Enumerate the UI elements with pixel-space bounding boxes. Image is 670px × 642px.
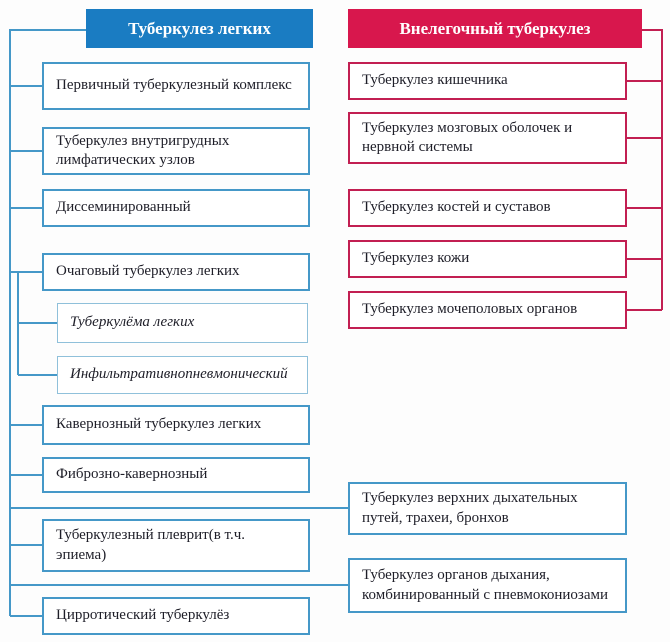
blue-connectors bbox=[9, 29, 348, 617]
node-intrathoracic-lymph-nodes: Туберкулез внутригрудных лимфатических у… bbox=[42, 127, 310, 175]
node-skin-tb: Туберкулез кожи bbox=[348, 240, 627, 278]
node-bones-joints-tb: Туберкулез костей и суставов bbox=[348, 189, 627, 227]
red-connectors bbox=[627, 29, 663, 311]
extrapulmonary-tb-header: Внелегочный туберкулез bbox=[348, 9, 642, 48]
node-fibrous-cavernous: Фиброзно-кавернозный bbox=[42, 457, 310, 493]
node-intestinal-tb: Туберкулез кишечника bbox=[348, 62, 627, 100]
node-disseminated: Диссеминированный bbox=[42, 189, 310, 227]
node-cavernous-tb: Кавернозный туберкулез легких bbox=[42, 405, 310, 445]
pulmonary-tb-header: Туберкулез легких bbox=[86, 9, 313, 48]
node-respiratory-pneumoconiosis-tb: Туберкулез органов дыхания, комбинирован… bbox=[348, 558, 627, 613]
node-primary-tb-complex: Первичный туберкулезный комплекс bbox=[42, 62, 310, 110]
node-tuberculoma: Туберкулёма легких bbox=[57, 303, 308, 343]
node-upper-airways-tb: Туберкулез верхних дыхательных путей, тр… bbox=[348, 482, 627, 535]
node-meninges-nervous-system-tb: Туберкулез мозговых оболочек и нервной с… bbox=[348, 112, 627, 164]
node-cirrhotic-tb: Цирротический туберкулёз bbox=[42, 597, 310, 635]
node-infiltrative-pneumonic: Инфильтративнопневмонический bbox=[57, 356, 308, 394]
node-focal-pulmonary-tb: Очаговый туберкулез легких bbox=[42, 253, 310, 291]
node-urogenital-tb: Туберкулез мочеполовых органов bbox=[348, 291, 627, 329]
node-tb-pleurisy: Туберкулезный плеврит(в т.ч. эпиема) bbox=[42, 519, 310, 572]
